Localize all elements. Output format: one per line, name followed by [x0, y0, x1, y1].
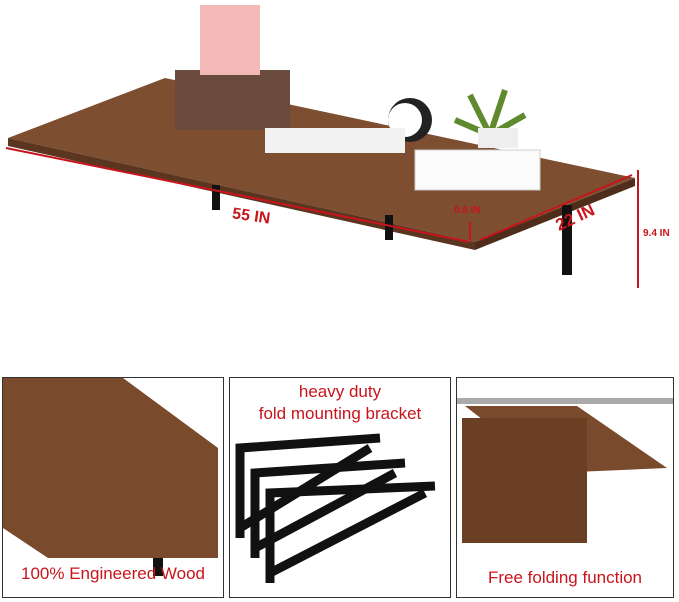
thickness-label: 0.6 IN — [454, 205, 481, 216]
height-label: 9.4 IN — [643, 228, 670, 239]
folding-caption: Free folding function — [487, 568, 643, 587]
panel-bracket: heavy duty fold mounting bracket — [229, 377, 451, 598]
bracket-caption-line2: fold mounting bracket — [258, 404, 422, 423]
panel-folding: Free folding function — [456, 377, 674, 598]
wood-caption: 100% Engineered Wood — [21, 564, 205, 583]
panel-wood: 100% Engineered Wood — [2, 377, 224, 598]
table-illustration — [5, 5, 639, 288]
bracket-caption-line1: heavy duty — [298, 382, 382, 401]
